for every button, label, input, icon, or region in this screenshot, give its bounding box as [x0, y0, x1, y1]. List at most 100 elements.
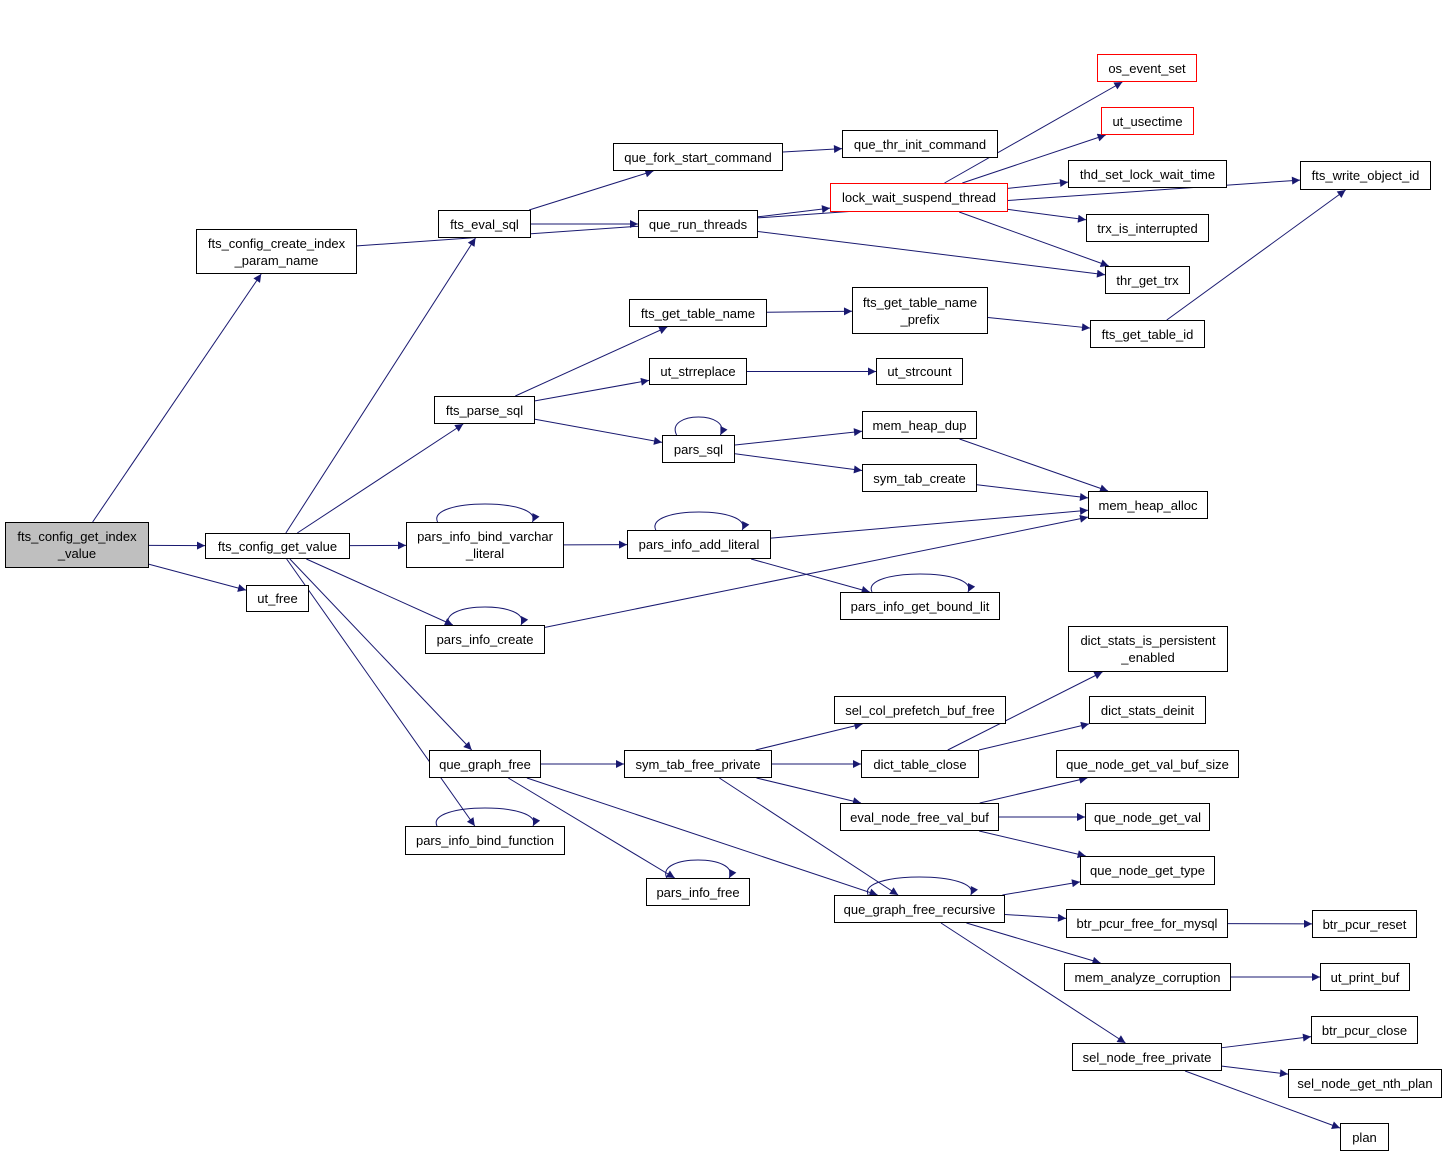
node-pars-sql[interactable]: pars_sql: [662, 435, 735, 463]
node-trx-is-interrupted[interactable]: trx_is_interrupted: [1086, 214, 1209, 242]
node-dict-table-close[interactable]: dict_table_close: [861, 750, 979, 778]
node-pars-info-add-literal[interactable]: pars_info_add_literal: [627, 530, 771, 559]
edge-n_heap_dup-to-n_heap_alloc: [959, 438, 1109, 493]
node-fts-get-table-name[interactable]: fts_get_table_name: [629, 299, 767, 327]
node-que-graph-free[interactable]: que_graph_free: [429, 750, 541, 778]
node-btr-pcur-reset[interactable]: btr_pcur_reset: [1312, 910, 1417, 938]
edge-n_tab_free_private-to-n_free_recursive: [719, 777, 899, 896]
node-sym-tab-free-private[interactable]: sym_tab_free_private: [624, 750, 772, 778]
node-btr-pcur-free-for-mysql[interactable]: btr_pcur_free_for_mysql: [1066, 909, 1228, 938]
node-ut-strcount[interactable]: ut_strcount: [876, 358, 963, 385]
node-fts-config-get-index-value[interactable]: fts_config_get_index _value: [5, 522, 149, 568]
edge-n_pars_sql-to-n_pars_sql: [674, 416, 728, 436]
edge-n_add_literal-to-n_heap_alloc: [770, 506, 1089, 539]
edge-n_tab_free_private-to-n_eval_free_val: [756, 777, 862, 806]
edge-n_parse_sql-to-n_strreplace: [534, 377, 650, 402]
edge-n_table_close-to-n_stats_deinit: [978, 721, 1090, 751]
edge-n_eval_free_val-to-n_get_type: [979, 830, 1086, 859]
node-que-fork-start-command[interactable]: que_fork_start_command: [613, 143, 783, 171]
node-fts-config-create-index-param-name[interactable]: fts_config_create_index _param_name: [196, 229, 357, 274]
node-ut-print-buf[interactable]: ut_print_buf: [1320, 963, 1410, 991]
edge-n_get_table_name-to-n_table_name_prefix: [766, 307, 853, 316]
node-thd-set-lock-wait-time[interactable]: thd_set_lock_wait_time: [1068, 160, 1227, 188]
node-fts-config-get-value[interactable]: fts_config_get_value: [205, 533, 350, 559]
edge-n_parse_sql-to-n_get_table_name: [515, 326, 668, 397]
node-sym-tab-create[interactable]: sym_tab_create: [862, 464, 977, 492]
node-fts-eval-sql[interactable]: fts_eval_sql: [438, 210, 531, 238]
edge-n_get_value-to-n_graph_free: [289, 558, 473, 751]
edge-n_info_free-to-n_info_free: [665, 859, 737, 879]
edge-n_root-to-n_create_param: [92, 273, 262, 523]
edge-n_sel_free_private-to-n_nth_plan: [1221, 1065, 1289, 1078]
edge-n_run_threads-to-n_lock_wait: [757, 205, 831, 218]
node-dict-stats-is-persistent-enabled[interactable]: dict_stats_is_persistent _enabled: [1068, 626, 1228, 672]
node-que-node-get-val-buf-size[interactable]: que_node_get_val_buf_size: [1056, 750, 1239, 778]
node-fts-get-table-id[interactable]: fts_get_table_id: [1090, 320, 1205, 348]
edge-n_eval_free_val-to-n_val_buf_size: [979, 775, 1088, 804]
node-pars-info-get-bound-lit[interactable]: pars_info_get_bound_lit: [840, 592, 1000, 620]
node-que-node-get-type[interactable]: que_node_get_type: [1080, 856, 1215, 885]
edge-n_free_recursive-to-n_get_type: [1002, 879, 1081, 896]
edge-n_table_name_prefix-to-n_get_table_id: [987, 317, 1091, 332]
edge-n_tab_create-to-n_heap_alloc: [976, 484, 1089, 501]
edge-n_add_literal-to-n_add_literal: [654, 511, 750, 531]
edge-n_graph_free-to-n_free_recursive: [526, 777, 878, 897]
edge-n_free_recursive-to-n_pcur_free_mysql: [1004, 913, 1067, 922]
node-que-thr-init-command[interactable]: que_thr_init_command: [842, 130, 998, 158]
edge-n_sel_free_private-to-n_plan: [1184, 1070, 1341, 1129]
node-mem-heap-alloc[interactable]: mem_heap_alloc: [1088, 491, 1208, 519]
edge-n_info_create-to-n_info_create: [447, 606, 529, 626]
node-sel-col-prefetch-buf-free[interactable]: sel_col_prefetch_buf_free: [834, 696, 1006, 724]
node-mem-analyze-corruption[interactable]: mem_analyze_corruption: [1064, 963, 1231, 991]
node-ut-strreplace[interactable]: ut_strreplace: [649, 358, 747, 385]
node-pars-info-free[interactable]: pars_info_free: [646, 878, 750, 906]
node-lock-wait-suspend-thread[interactable]: lock_wait_suspend_thread: [830, 183, 1008, 212]
node-btr-pcur-close[interactable]: btr_pcur_close: [1311, 1016, 1418, 1044]
edge-n_lock_wait-to-n_usectime: [962, 133, 1106, 184]
edge-n_free_recursive-to-n_sel_free_private: [940, 922, 1126, 1044]
node-os-event-set[interactable]: os_event_set: [1097, 54, 1197, 82]
edge-n_get_table_id-to-n_write_object_id: [1166, 189, 1346, 321]
edge-n_info_create-to-n_heap_alloc: [544, 514, 1089, 628]
edge-n_table_close-to-n_stats_persistent: [947, 671, 1103, 751]
edge-n_lock_wait-to-n_thd_lock_wait: [1007, 179, 1069, 189]
node-ut-usectime[interactable]: ut_usectime: [1101, 107, 1194, 135]
edge-n_get_value-to-n_info_create: [306, 558, 454, 626]
node-fts-parse-sql[interactable]: fts_parse_sql: [434, 396, 535, 424]
node-que-node-get-val[interactable]: que_node_get_val: [1085, 803, 1210, 831]
edge-n_run_threads-to-n_thr_get_trx: [757, 230, 1106, 278]
edge-n_free_recursive-to-n_analyze_corruption: [966, 922, 1101, 965]
edge-n_bind_varchar-to-n_bind_varchar: [436, 503, 540, 523]
node-dict-stats-deinit[interactable]: dict_stats_deinit: [1089, 696, 1206, 724]
node-pars-info-bind-varchar-literal[interactable]: pars_info_bind_varchar _literal: [406, 522, 564, 568]
edge-n_eval_sql-to-n_fork_start: [528, 169, 654, 211]
node-eval-node-free-val-buf[interactable]: eval_node_free_val_buf: [840, 803, 999, 831]
edge-n_free_recursive-to-n_free_recursive: [867, 876, 978, 896]
edge-n_get_value-to-n_parse_sql: [297, 423, 464, 534]
node-ut-free[interactable]: ut_free: [246, 585, 309, 612]
node-pars-info-bind-function[interactable]: pars_info_bind_function: [405, 826, 565, 855]
node-sel-node-free-private[interactable]: sel_node_free_private: [1072, 1043, 1222, 1071]
edge-n_root-to-n_ut_free: [148, 563, 247, 592]
node-sel-node-get-nth-plan[interactable]: sel_node_get_nth_plan: [1288, 1069, 1442, 1098]
edge-n_pars_sql-to-n_tab_create: [734, 453, 863, 474]
edge-n_fork_start-to-n_thr_init: [782, 145, 843, 154]
edge-n_graph_free-to-n_info_free: [508, 777, 675, 879]
edge-n_bind_function-to-n_bind_function: [435, 807, 541, 827]
node-que-graph-free-recursive[interactable]: que_graph_free_recursive: [834, 895, 1005, 923]
node-fts-get-table-name-prefix[interactable]: fts_get_table_name _prefix: [852, 287, 988, 334]
node-que-run-threads[interactable]: que_run_threads: [638, 210, 758, 238]
node-mem-heap-dup[interactable]: mem_heap_dup: [862, 411, 977, 439]
node-fts-write-object-id[interactable]: fts_write_object_id: [1300, 161, 1431, 190]
node-plan[interactable]: plan: [1340, 1123, 1389, 1151]
edge-n_tab_free_private-to-n_col_prefetch: [755, 722, 863, 751]
edge-n_lock_wait-to-n_trx_interrupted: [1007, 208, 1087, 223]
node-thr-get-trx[interactable]: thr_get_trx: [1105, 266, 1190, 294]
node-pars-info-create[interactable]: pars_info_create: [425, 625, 545, 654]
edge-n_lock_wait-to-n_thr_get_trx: [958, 211, 1109, 268]
edge-n_add_literal-to-n_bound_lit: [750, 558, 870, 594]
edge-n_get_value-to-n_eval_sql: [285, 237, 476, 534]
edge-n_pars_sql-to-n_heap_dup: [734, 428, 863, 446]
